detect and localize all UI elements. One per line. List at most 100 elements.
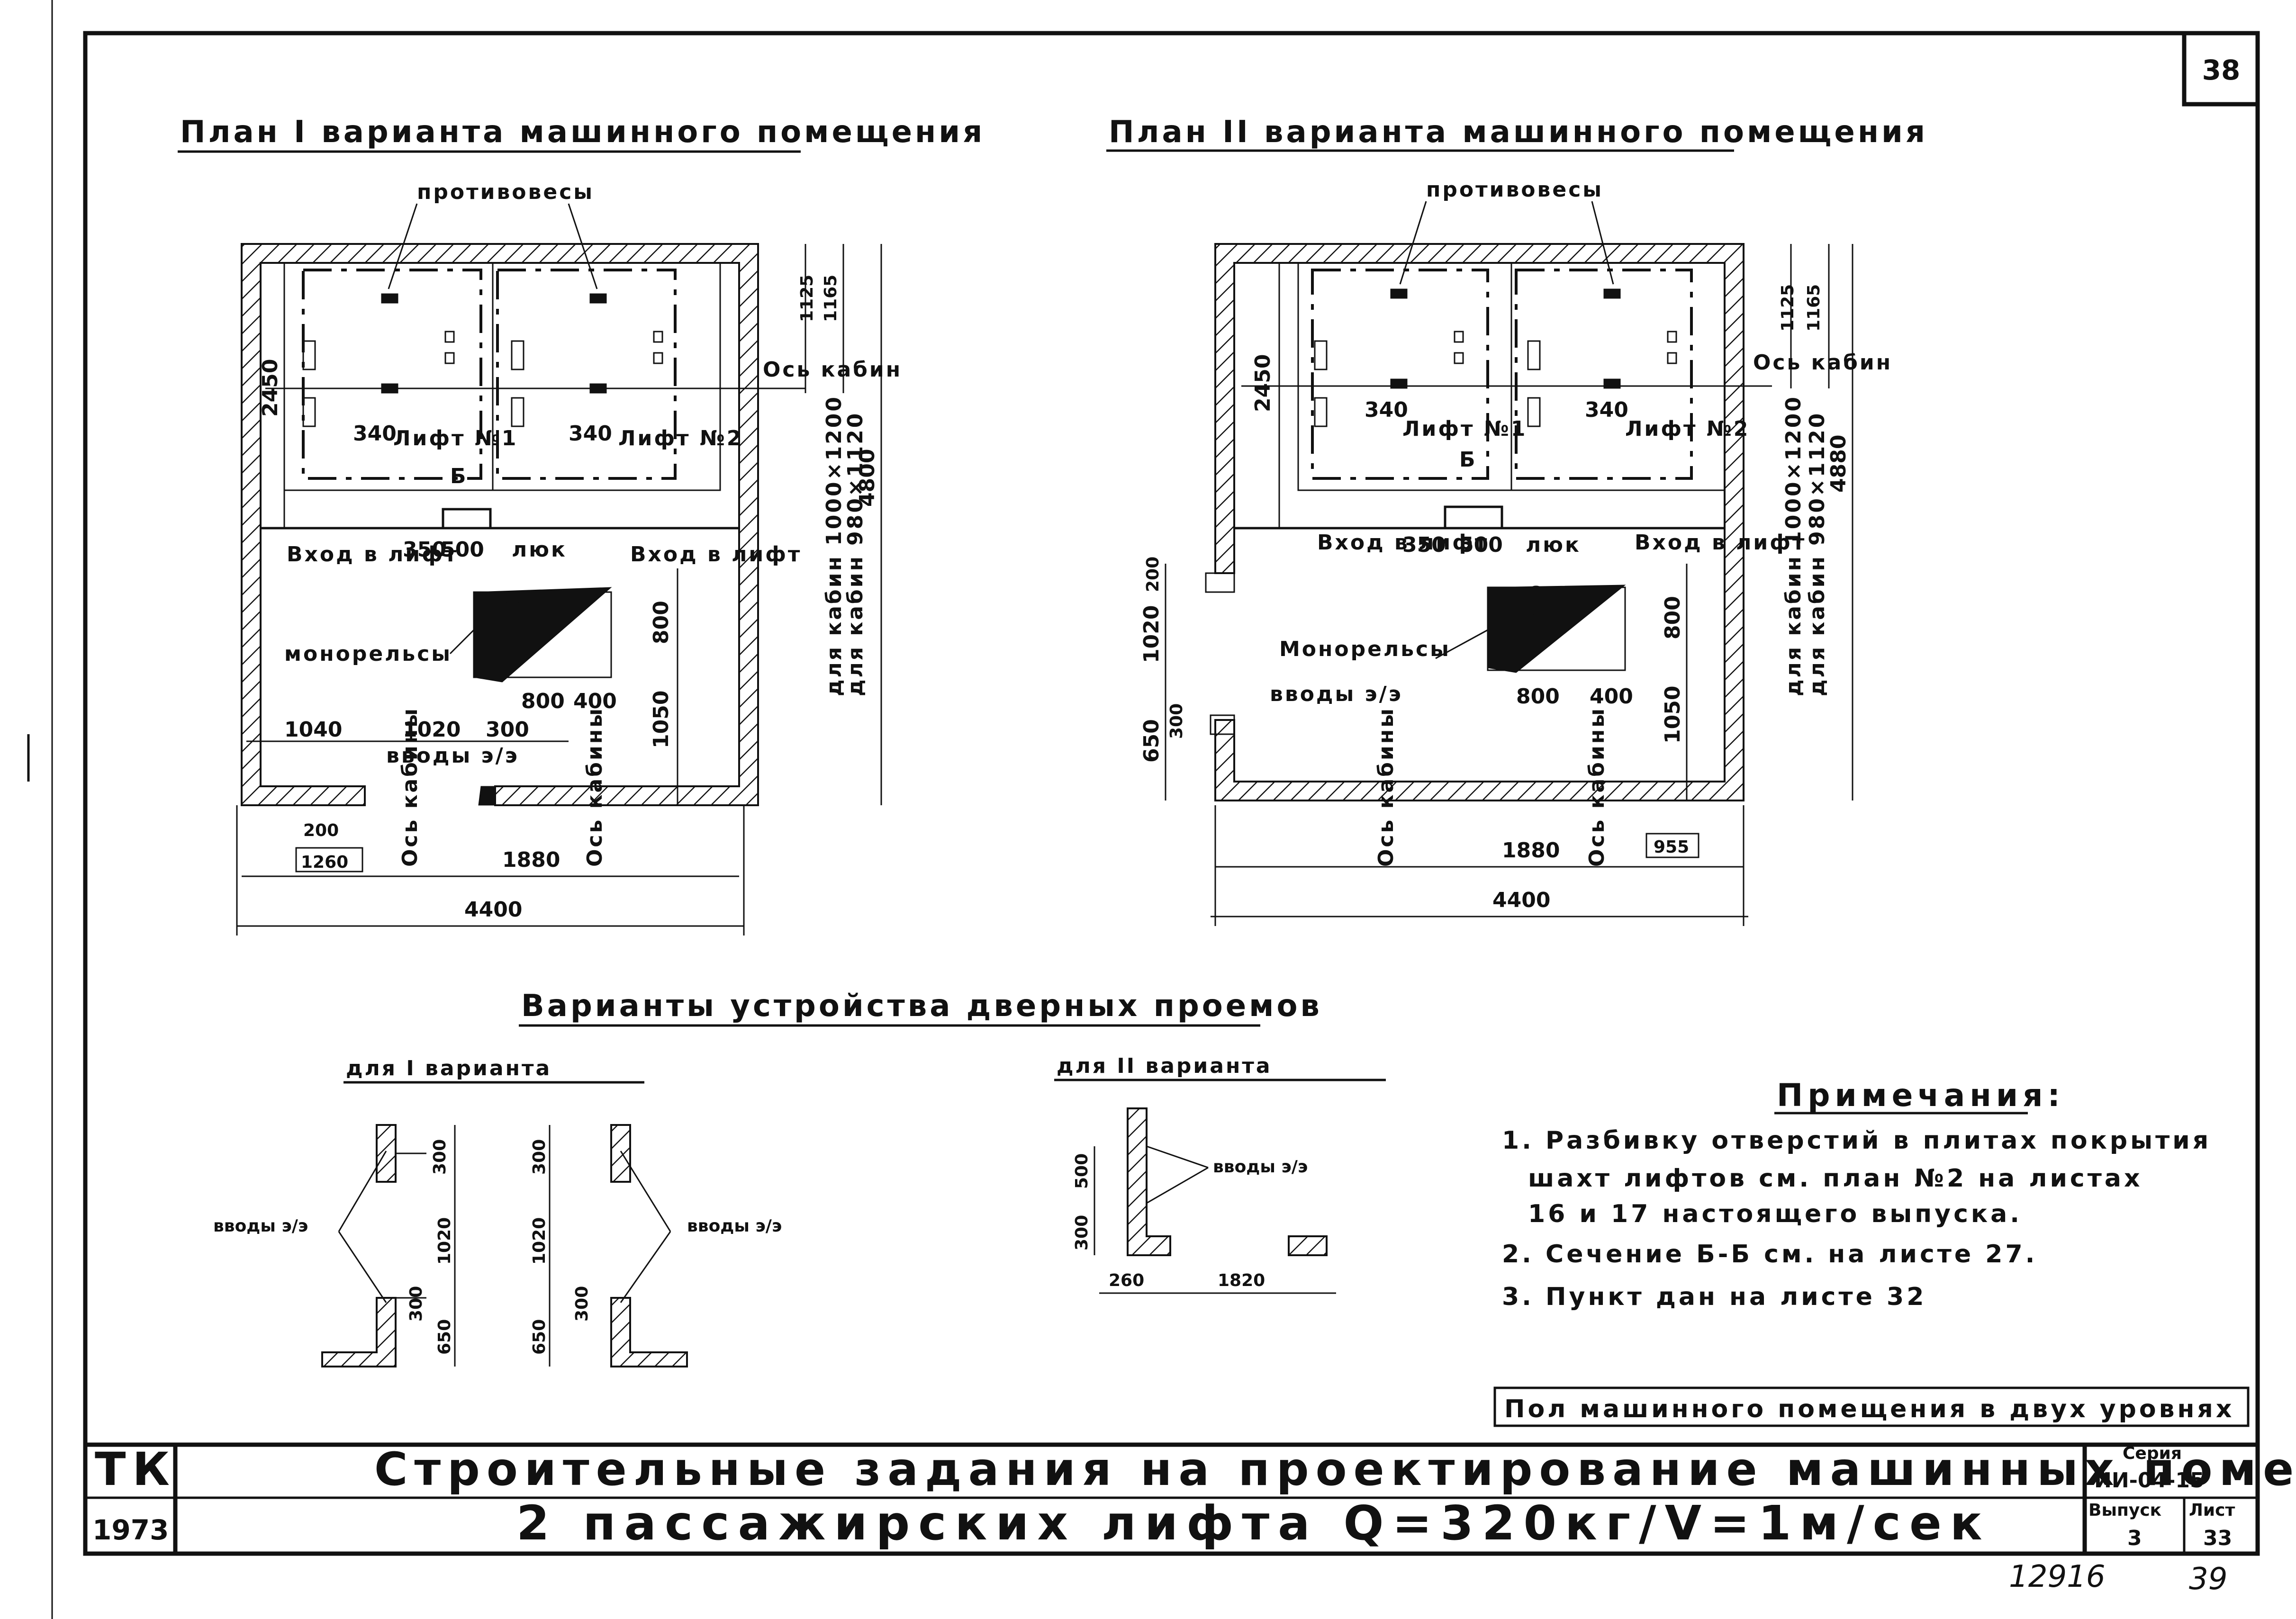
- plan1-dim-350: 350: [403, 538, 446, 562]
- note-3: 3. Пункт дан на листе 32: [1502, 1283, 1926, 1311]
- plan2-dim-1050: 1050: [1661, 686, 1685, 744]
- v1-dim-650a: 650: [435, 1319, 454, 1355]
- plan2-cabin-axis: Ось кабин: [1753, 351, 1892, 375]
- plan2-dim-340a: 340: [1365, 398, 1408, 422]
- plan-1: План I варианта машинного помещения прот…: [178, 115, 985, 935]
- note-1: 1. Разбивку отверстий в плитах покрытия: [1502, 1126, 2211, 1155]
- plan2-inputs: вводы э/э: [1270, 682, 1403, 706]
- plan2-dim-800a: 800: [1516, 684, 1560, 709]
- plan1-dim-1050: 1050: [649, 691, 673, 748]
- plan2-counterweights: противовесы: [1426, 178, 1603, 202]
- plan2-dim-500: 500: [1459, 533, 1503, 557]
- v1-dim-300c: 300: [530, 1139, 549, 1175]
- plan2-monorail: [1487, 585, 1626, 673]
- plan2-dim-400b: 400: [1590, 684, 1633, 709]
- plan1-entry-right: Вход в лифт: [630, 542, 802, 567]
- plan2-dim-4400: 4400: [1492, 888, 1550, 912]
- plan1-lift1: Лифт №1: [393, 426, 518, 450]
- plan1-monorail: [473, 587, 612, 683]
- note-1c: 16 и 17 настоящего выпуска.: [1528, 1200, 2022, 1228]
- plan1-dim-400a: 400: [504, 599, 523, 635]
- v2-dim-300: 300: [1072, 1215, 1092, 1250]
- sheet-frame: [27, 0, 2260, 1619]
- plan2-monorails: Монорельсы: [1279, 637, 1451, 661]
- v1-dim-650b: 650: [530, 1319, 549, 1355]
- plan1-dim-1020: 1020: [403, 718, 461, 742]
- plan2-entry-right: Вход в лифт: [1635, 531, 1806, 555]
- boxed-note-frame: [1493, 1386, 2250, 1427]
- title-year: 1973: [92, 1514, 169, 1546]
- sheet-value: 33: [2203, 1526, 2232, 1550]
- plan2-section-mark: Б: [1459, 448, 1475, 472]
- title-block: ТК 1973 Строительные задания на проектир…: [92, 1443, 2296, 1551]
- plan1-monorails: монорельсы: [284, 642, 452, 666]
- plan1-dim-500: 500: [441, 538, 484, 562]
- plan1-dim-1260: 1260: [301, 853, 348, 872]
- plan2-entry-left: Вход в лифт: [1317, 531, 1489, 555]
- plan2-title: План II варианта машинного помещения: [1109, 115, 1928, 150]
- plan2-lift2: Лифт №2: [1625, 417, 1750, 441]
- plan1-dim-4800: 4800: [855, 449, 879, 507]
- plan1-dim-4400: 4400: [464, 898, 522, 922]
- series-value: ИИ-04-15: [2094, 1468, 2205, 1493]
- notes: Примечания: 1. Разбивку отверстий в плит…: [1493, 1077, 2250, 1427]
- door-variants: Варианты устройства дверных проемов для …: [213, 989, 1386, 1367]
- v1-dim-300a: 300: [430, 1139, 450, 1175]
- v1-dim-300d: 300: [572, 1286, 592, 1322]
- plan1-title: План I варианта машинного помещения: [180, 115, 985, 150]
- plan2-dim-1020: 1020: [1139, 605, 1164, 663]
- plan1-side-label-2: для кабин 980×1120: [843, 412, 868, 696]
- boxed-note: Пол машинного помещения в двух уровнях: [1504, 1395, 2234, 1423]
- plan2-cabin-axis-br: Ось кабины: [1585, 707, 1609, 867]
- plan2-dim-300: 300: [1167, 703, 1186, 739]
- plan2-side-label-2: для кабин 980×1120: [1805, 412, 1829, 696]
- page-number-top: 38: [2202, 54, 2241, 86]
- note-1b: шахт лифтов см. план №2 на листах: [1528, 1164, 2143, 1193]
- bottom-number-right: 39: [2189, 1562, 2227, 1597]
- plan1-inputs: вводы э/э: [386, 744, 519, 768]
- plan2-dim-1165: 1165: [1804, 284, 1824, 332]
- v2-dim-1820: 1820: [1218, 1271, 1265, 1290]
- note-2: 2. Сечение Б-Б см. на листе 27.: [1502, 1240, 2037, 1268]
- doors-variant2-title: для II варианта: [1057, 1054, 1272, 1078]
- plan1-dim-1880: 1880: [502, 848, 560, 872]
- v1-inputs-right: вводы э/э: [687, 1216, 782, 1236]
- title-org: ТК: [95, 1443, 176, 1496]
- plan2-cabin-axis-bl: Ось кабины: [1374, 707, 1398, 867]
- plan2-dim-4880: 4880: [1826, 435, 1851, 493]
- v2-dim-500: 500: [1072, 1153, 1092, 1189]
- v1-dim-300b: 300: [407, 1286, 426, 1322]
- plan2-lift1: Лифт №1: [1402, 417, 1527, 441]
- plan1-counterweights: противовесы: [417, 180, 594, 204]
- v2-dim-260: 260: [1109, 1271, 1144, 1290]
- issue-value: 3: [2127, 1526, 2142, 1550]
- plan1-walls: [241, 243, 759, 806]
- v1-dim-1020b: 1020: [530, 1217, 549, 1265]
- plan2-dim-340b: 340: [1585, 398, 1628, 422]
- plan2-dim-650: 650: [1139, 719, 1164, 763]
- plan2-hatch: люк: [1526, 533, 1581, 557]
- plan2-dim-2450: 2450: [1251, 354, 1275, 412]
- plan1-cabin-axis-br: Ось кабины: [583, 707, 607, 867]
- bottom-number-left: 12916: [2009, 1559, 2106, 1594]
- plan1-lift2: Лифт №2: [618, 426, 743, 450]
- plan1-dim-1040: 1040: [284, 718, 342, 742]
- plan-2: План II варианта машинного помещения про…: [1106, 115, 1928, 926]
- plan1-dim-340b: 340: [569, 422, 612, 446]
- plan2-dim-350: 350: [1402, 533, 1446, 557]
- plan2-dim-400a: 400: [1527, 585, 1546, 621]
- doors-title: Варианты устройства дверных проемов: [521, 989, 1322, 1024]
- plan1-dim-200: 200: [303, 821, 339, 840]
- sheet-label: Лист: [2189, 1501, 2235, 1520]
- plan1-dim-2450: 2450: [258, 359, 282, 417]
- plan2-side-label-1: для кабин 1000×1200: [1781, 395, 1806, 696]
- v1-inputs-left: вводы э/э: [213, 1216, 308, 1236]
- title-line2: 2 пассажирских лифта Q=320кг/V=1м/сек: [516, 1495, 1991, 1551]
- plan2-dim-955: 955: [1654, 837, 1689, 857]
- plan2-dim-200: 200: [1143, 557, 1163, 592]
- plan1-dim-1125: 1125: [797, 275, 817, 322]
- doors-variant1-title: для I варианта: [346, 1056, 551, 1080]
- plan1-dim-1165: 1165: [821, 275, 841, 322]
- plan1-dim-340a: 340: [353, 422, 397, 446]
- series-label: Серия: [2123, 1444, 2182, 1463]
